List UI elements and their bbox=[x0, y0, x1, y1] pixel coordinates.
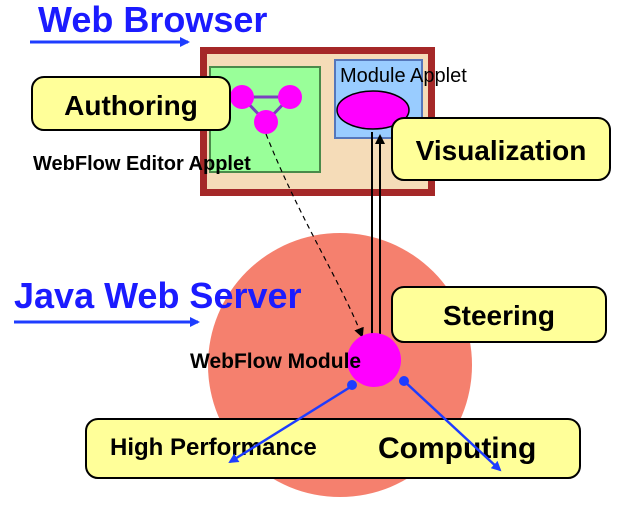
hpc-label-part1: High Performance bbox=[110, 434, 317, 461]
module-applet-ellipse bbox=[336, 90, 410, 130]
authoring-label: Authoring bbox=[64, 90, 198, 121]
hpc-label-part2: Computing bbox=[378, 432, 536, 465]
steering-label: Steering bbox=[443, 300, 555, 331]
editor-applet-label: WebFlow Editor Applet bbox=[33, 153, 251, 175]
module-to-hpc-arrow-left bbox=[228, 384, 353, 464]
visualization-callout bbox=[391, 117, 611, 181]
authoring-callout bbox=[31, 76, 231, 131]
web-browser-title: Web Browser bbox=[38, 0, 267, 40]
editor-to-module-dashed-link bbox=[265, 133, 364, 338]
steering-callout bbox=[391, 286, 607, 343]
editor-node-2 bbox=[278, 85, 302, 109]
webflow-module-node bbox=[347, 333, 401, 387]
module-to-hpc-arrow-right bbox=[403, 380, 502, 472]
webflow-module-label: WebFlow Module bbox=[190, 350, 361, 373]
editor-node-1 bbox=[230, 85, 254, 109]
visualization-label: Visualization bbox=[416, 135, 587, 166]
module-port-left bbox=[347, 380, 357, 390]
java-web-server-title: Java Web Server bbox=[14, 275, 302, 316]
module-applet-label: Module Applet bbox=[340, 65, 467, 87]
module-port-right bbox=[399, 376, 409, 386]
editor-node-3 bbox=[254, 110, 278, 134]
hpc-callout bbox=[85, 418, 581, 479]
